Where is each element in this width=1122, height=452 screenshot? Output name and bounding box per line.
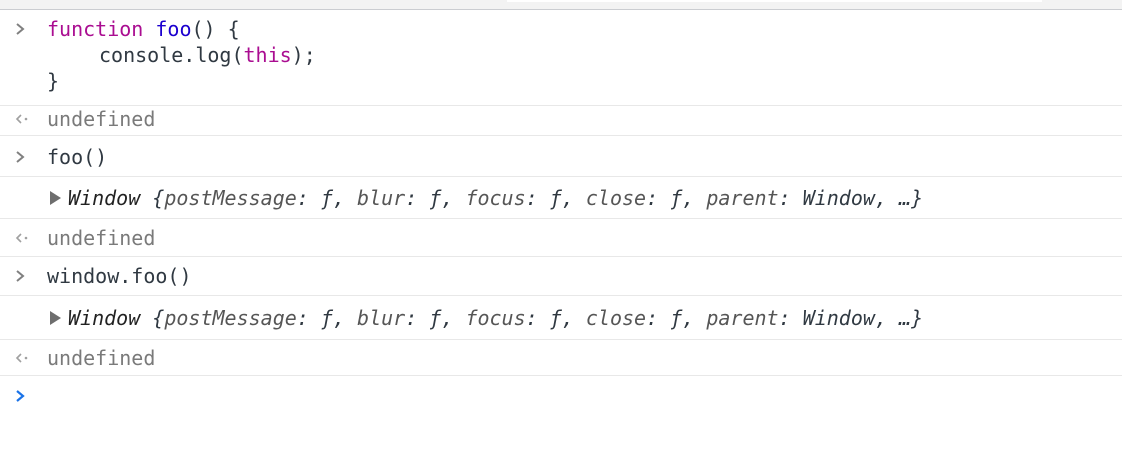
- object-key: close: [585, 306, 647, 330]
- object-value: ƒ: [549, 306, 562, 330]
- divider: [0, 135, 1122, 136]
- object-preview[interactable]: Window {postMessage: ƒ, blur: ƒ, focus: …: [68, 186, 924, 210]
- object-key: blur: [357, 186, 406, 210]
- divider: [0, 295, 1122, 296]
- return-arrow-icon: [14, 225, 32, 251]
- object-preview[interactable]: Window {postMessage: ƒ, blur: ƒ, focus: …: [68, 306, 924, 330]
- object-key: parent: [706, 306, 779, 330]
- object-value: ƒ: [429, 186, 442, 210]
- code-text: () {: [191, 17, 240, 41]
- result-value: undefined: [47, 107, 156, 131]
- code-text: }: [47, 69, 60, 93]
- object-value: ƒ: [549, 186, 562, 210]
- divider: [0, 176, 1122, 177]
- chevron-right-icon: [14, 16, 32, 42]
- object-key: postMessage: [164, 306, 297, 330]
- object-value: ƒ: [429, 306, 442, 330]
- object-key: focus: [465, 306, 526, 330]
- function-name: foo: [155, 17, 192, 41]
- code-line: }: [47, 68, 59, 94]
- console-input[interactable]: [47, 383, 1097, 409]
- return-arrow-icon: [14, 345, 32, 371]
- object-value: ƒ: [670, 186, 683, 210]
- object-key: focus: [465, 186, 526, 210]
- filter-area: [507, 0, 1042, 2]
- code-text: console.log(: [99, 43, 244, 67]
- object-key: postMessage: [164, 186, 297, 210]
- divider: [0, 375, 1122, 376]
- return-arrow-icon: [14, 106, 32, 132]
- chevron-right-icon: [14, 144, 32, 170]
- active-prompt-icon: [14, 383, 32, 409]
- code-line: console.log(this);: [99, 42, 316, 68]
- expand-triangle-icon[interactable]: [50, 311, 61, 325]
- code-text: );: [291, 43, 316, 67]
- divider: [0, 105, 1122, 106]
- object-value: Window: [802, 186, 875, 210]
- toolbar-strip: [0, 0, 1122, 10]
- object-value: ƒ: [320, 186, 333, 210]
- console-panel: function foo() { console.log(this); } un…: [0, 10, 1122, 452]
- object-value: ƒ: [670, 306, 683, 330]
- result-value: undefined: [47, 226, 156, 250]
- divider: [0, 339, 1122, 340]
- code-text: foo(): [47, 145, 108, 169]
- object-ellipsis: …}: [899, 186, 924, 210]
- object-type: Window: [68, 186, 141, 210]
- object-brace: {: [152, 306, 165, 330]
- result-value: undefined: [47, 346, 156, 370]
- object-key: close: [585, 186, 647, 210]
- object-value: ƒ: [320, 306, 333, 330]
- divider: [0, 218, 1122, 219]
- keyword: this: [243, 43, 292, 67]
- expand-triangle-icon[interactable]: [50, 191, 61, 205]
- object-key: blur: [357, 306, 406, 330]
- object-value: Window: [802, 306, 875, 330]
- code-text: window.foo(): [47, 264, 192, 288]
- console-prompt-row[interactable]: [0, 383, 1122, 413]
- code-line: function foo() {: [47, 16, 240, 42]
- object-ellipsis: …}: [899, 306, 924, 330]
- chevron-right-icon: [14, 263, 32, 289]
- object-brace: {: [152, 186, 165, 210]
- divider: [0, 256, 1122, 257]
- keyword: function: [47, 17, 144, 41]
- object-type: Window: [68, 306, 141, 330]
- object-key: parent: [706, 186, 779, 210]
